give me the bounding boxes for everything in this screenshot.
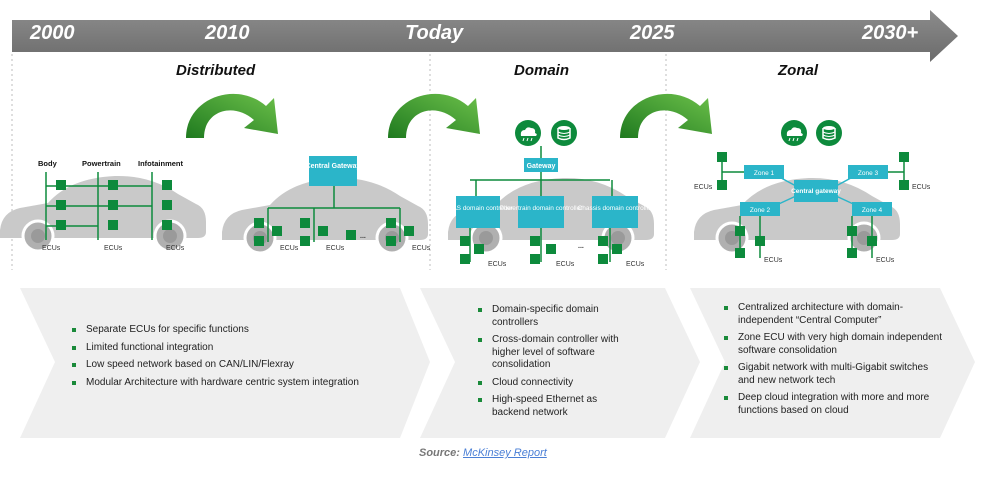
cloud-icon [781,120,807,146]
era-title-domain: Domain [514,62,570,79]
zone-2-box [740,202,780,216]
gateway-box [524,158,558,172]
bullets-domain: Domain-specific domain controllers Cross… [476,304,636,424]
gateway-diagram: Central Gateway ECUs ECUs ECUs ... [220,156,431,255]
chassis-controller-box [592,196,638,228]
ecu-label: ECUs [166,245,185,252]
central-gateway-label: Central Gateway [306,163,361,170]
list-item: Cross-domain controller with higher leve… [476,334,636,372]
ecu-label: ECUs [764,257,783,264]
domain-label-powertrain: Powertrain [82,159,121,168]
adas-controller-box [456,196,500,228]
central-gateway-box [309,156,357,186]
list-item: Low speed network based on CAN/LIN/Flexr… [70,359,370,372]
timeline-label-2030-plus: 2030+ [862,22,919,44]
ecu-label: ECUs [876,257,895,264]
panel-domain [420,288,700,438]
zone-3-box [848,165,888,179]
source-link[interactable]: McKinsey Report [463,447,547,459]
database-icon [551,120,577,146]
zone-1-box [744,165,784,179]
source-credit: Source: McKinsey Report [419,447,547,459]
svg-text:Central Gateway: Central Gateway [306,163,361,170]
ecu-label: ECUs [626,261,645,268]
zone-4-box [852,202,892,216]
timeline-label-today: Today [405,22,464,44]
ecu-label: ECUs [912,184,931,191]
powertrain-controller-label: Powertrain domain controller [500,205,584,212]
bullets-distributed: Separate ECUs for specific functions Lim… [70,324,370,394]
timeline-label-2000: 2000 [30,22,75,44]
central-gateway-box [794,180,838,202]
list-item: Separate ECUs for specific functions [70,324,370,337]
gateway-label: Gateway [527,163,556,170]
source-prefix: Source: [419,447,460,459]
panel-distributed [20,288,430,438]
ecu-label: ECUs [326,245,345,252]
cloud-icon [515,120,541,146]
zone-label: Zone 3 [858,170,879,177]
distributed-diagram: Body Powertrain Infotainment ECUs ECUs E… [0,159,208,253]
list-item: Modular Architecture with hardware centr… [70,377,370,390]
list-item: Limited functional integration [70,342,370,355]
ellipsis: ... [578,243,584,250]
timeline-label-2010: 2010 [205,22,250,44]
list-item: Gigabit network with multi-Gigabit switc… [722,362,942,387]
transition-arrow-2 [388,93,480,138]
bullets-zonal: Centralized architecture with domain-ind… [722,302,942,422]
ellipsis: ... [360,233,366,240]
domain-label-infotainment: Infotainment [138,159,183,168]
timeline-label-2025: 2025 [630,22,675,44]
ecu-label: ECUs [556,261,575,268]
timeline-arrow [12,10,958,62]
ecu-label: ECUs [280,245,299,252]
list-item: High-speed Ethernet as backend network [476,394,636,419]
database-icon [816,120,842,146]
zone-label: Zone 2 [750,207,771,214]
zone-label: Zone 1 [754,170,775,177]
central-gateway-label: Central gateway [791,188,841,195]
domain-label-body: Body [38,159,58,168]
era-title-zonal: Zonal [778,62,818,79]
ecu-label: ECUs [488,261,507,268]
adas-controller-label: ADAS domain controller [443,205,513,212]
domain-diagram: Gateway ADAS domain controller Powertrai… [443,120,656,268]
list-item: Domain-specific domain controllers [476,304,636,329]
zonal-diagram: Zone 1 Zone 2 Zone 3 Zone 4 Central gate… [692,120,931,264]
chassis-controller-label: Chassis domain controller [578,205,654,212]
era-title-distributed: Distributed [176,62,256,79]
powertrain-controller-box [518,196,564,228]
ecu-label: ECUs [412,245,431,252]
list-item: Zone ECU with very high domain independe… [722,332,942,357]
list-item: Centralized architecture with domain-ind… [722,302,942,327]
ecu-label: ECUs [694,184,713,191]
list-item: Deep cloud integration with more and mor… [722,392,942,417]
panel-zonal [690,288,975,438]
list-item: Cloud connectivity [476,377,636,390]
transition-arrow-1 [186,93,278,138]
ecu-label: ECUs [42,245,61,252]
ecu-label: ECUs [104,245,123,252]
zone-label: Zone 4 [862,207,883,214]
